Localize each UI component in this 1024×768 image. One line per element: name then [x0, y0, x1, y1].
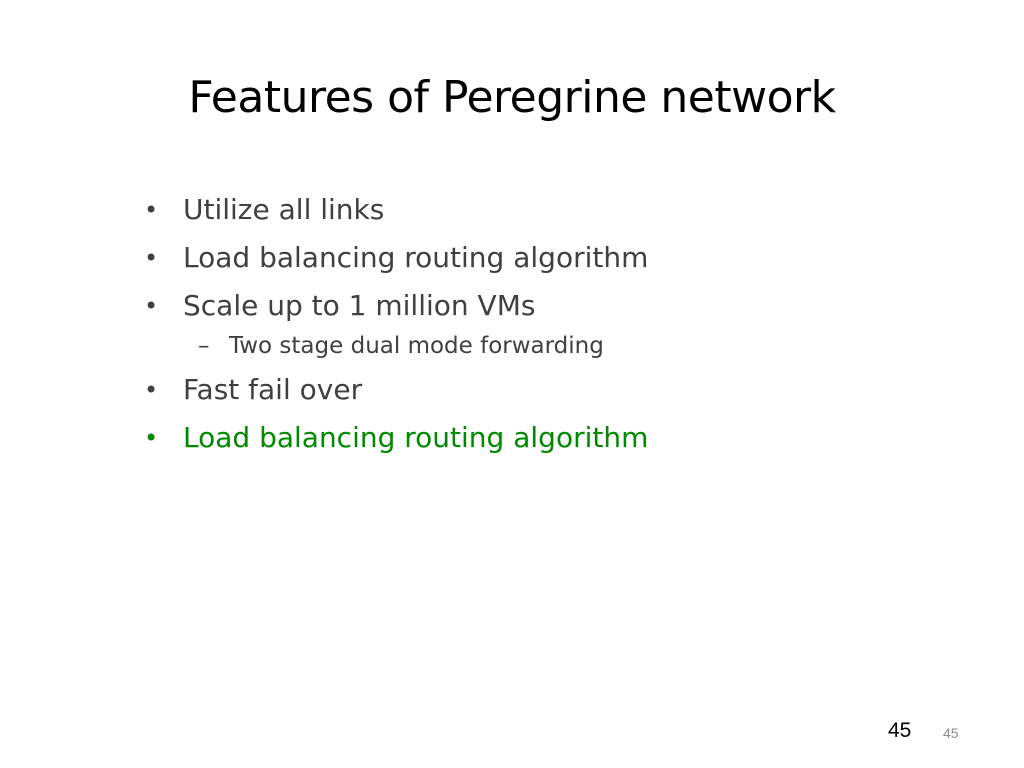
bullet-item-scale-up: • Scale up to 1 million VMs — [144, 282, 648, 330]
bullet-text: Load balancing routing algorithm — [183, 241, 649, 274]
bullet-dot-icon: • — [144, 292, 159, 320]
bullet-item-fast-fail-over: • Fast fail over — [144, 366, 648, 414]
slide-title: Features of Peregrine network — [188, 72, 836, 123]
bullet-dot-icon: • — [144, 196, 159, 224]
sub-bullet-two-stage-forwarding: – Two stage dual mode forwarding — [144, 324, 648, 368]
bullet-text: Scale up to 1 million VMs — [183, 289, 536, 322]
bullet-dot-icon: • — [144, 376, 159, 404]
bullet-list: • Utilize all links • Load balancing rou… — [144, 186, 648, 462]
bullet-item-utilize-links: • Utilize all links — [144, 186, 648, 234]
sub-bullet-text: Two stage dual mode forwarding — [229, 333, 604, 359]
bullet-text: Fast fail over — [183, 373, 363, 406]
bullet-item-load-balancing: • Load balancing routing algorithm — [144, 234, 648, 282]
slide-number: 45 — [888, 719, 912, 742]
dash-icon: – — [198, 333, 210, 359]
bullet-text: Load balancing routing algorithm — [183, 421, 649, 454]
bullet-item-load-balancing-highlighted: • Load balancing routing algorithm — [144, 414, 648, 462]
bullet-text: Utilize all links — [183, 193, 385, 226]
bullet-dot-icon: • — [144, 424, 159, 452]
bullet-dot-icon: • — [144, 244, 159, 272]
slide-number-footer: 45 — [943, 725, 959, 741]
